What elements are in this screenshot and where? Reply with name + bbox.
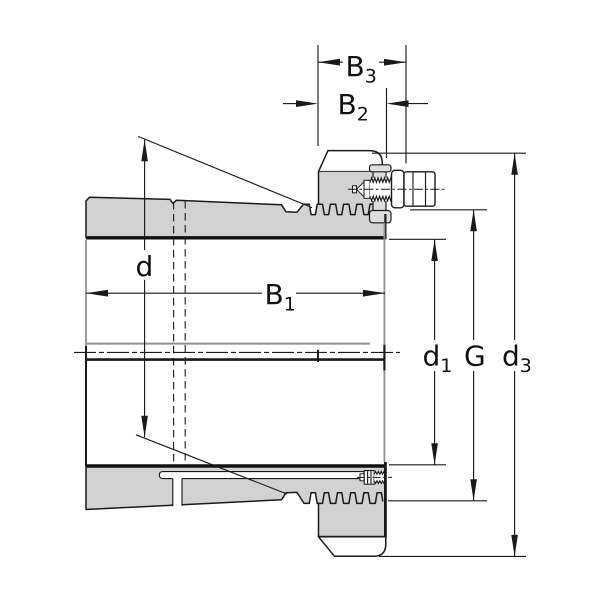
- lower-locking-screw: [357, 470, 392, 485]
- centerline-zone: [74, 222, 400, 466]
- screw-thread-bottom: [369, 194, 393, 203]
- taper-extension-upper: [137, 135, 313, 209]
- dimension-d1: d1: [389, 238, 453, 466]
- dimension-g: G: [388, 209, 487, 502]
- dimension-b2: B2: [283, 88, 428, 158]
- lower-nut-silhouette: [317, 536, 387, 558]
- dimension-d3: d3: [372, 152, 532, 557]
- taper-extension-lower: [135, 434, 288, 495]
- dim-label-d: d: [136, 250, 154, 283]
- upper-nut-silhouette: [317, 149, 384, 173]
- screw-thread-top: [369, 176, 393, 185]
- dim-label-g: G: [464, 340, 486, 373]
- dimension-d: d: [132, 139, 158, 438]
- dimension-b3: B3: [317, 45, 407, 164]
- lower-thread-teeth: [317, 492, 384, 505]
- locking-screw: [348, 169, 446, 209]
- dim-label-b2: B2: [338, 88, 369, 126]
- dim-label-d1: d1: [423, 340, 453, 378]
- dimension-b1: B1: [86, 278, 385, 316]
- dim-label-b3: B3: [346, 50, 377, 88]
- sleeve-slit: [158, 471, 365, 509]
- dim-label-d3: d3: [502, 340, 532, 378]
- dim-label-b1: B1: [265, 278, 296, 316]
